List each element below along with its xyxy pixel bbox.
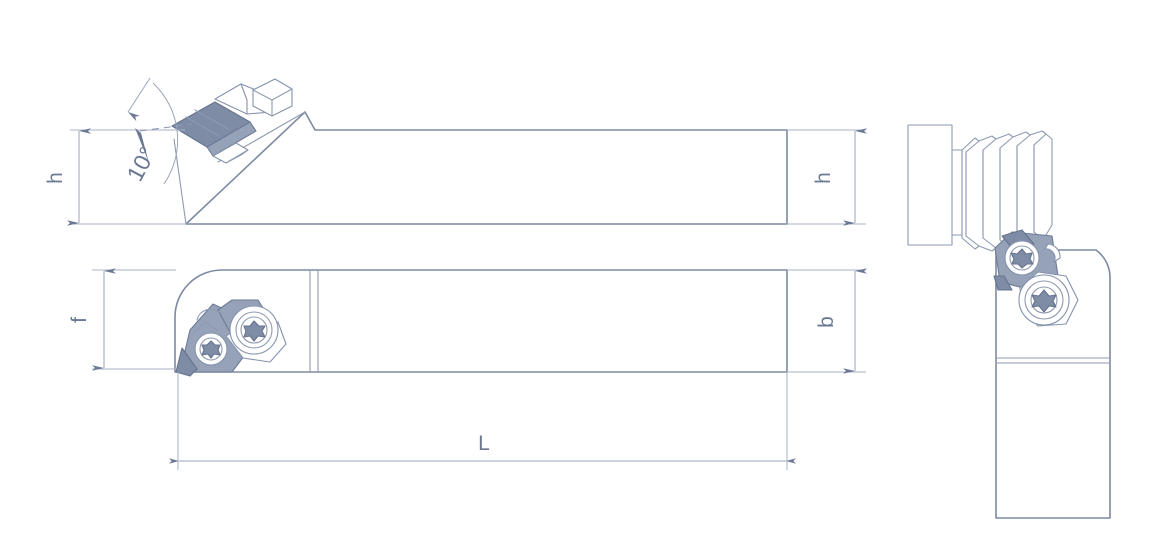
workpiece-body (907, 124, 953, 246)
insert-seat-edge (192, 321, 218, 335)
side-view-shank-outline (185, 111, 788, 225)
dimension-L: L (169, 372, 796, 470)
end-view-insert-screw-ring (1009, 245, 1035, 271)
f-dim-label: f (68, 317, 91, 323)
end-view-insert-heel (993, 275, 1013, 291)
angle-dashed-ray (139, 123, 193, 132)
clamp-screw-torx (243, 320, 266, 342)
insert-screw-ring (199, 337, 223, 361)
thread-root-line (951, 149, 963, 236)
end-view (907, 124, 1111, 519)
end-view-insert-assembly (993, 229, 1079, 327)
angle-arrow-lower (135, 128, 149, 163)
thread-end-face (1042, 133, 1053, 241)
lead-angle-label: 10° (121, 142, 160, 185)
thread-turn-5 (1029, 130, 1047, 249)
clamp-screw-ring-inner (240, 316, 268, 344)
insert-screw-torx (201, 340, 221, 359)
angle-arrow-upper (127, 77, 151, 122)
side-view: 10° h h (44, 77, 867, 226)
end-view-insert-torx (1010, 248, 1034, 269)
side-view-insert-assembly (171, 78, 293, 164)
insert-seat-arc (196, 308, 220, 321)
end-view-clamp-lug (1044, 243, 1061, 263)
side-view-head-edge (173, 138, 187, 225)
clamp-screw-block (252, 78, 293, 117)
dimension-h-right: h (787, 128, 867, 226)
plan-view-shank-outline (174, 269, 788, 373)
clamp-screw-ring-outer (235, 311, 273, 349)
dimension-b: b (787, 268, 867, 374)
end-view-clamp-torx (1031, 289, 1057, 313)
angle-arc (152, 82, 179, 185)
thread-turn-1 (961, 137, 980, 250)
cutting-insert-side-face (206, 121, 257, 157)
thread-flank-lines (961, 144, 1035, 241)
plan-view-insert-assembly (175, 299, 287, 377)
lead-angle-annotation: 10° (78, 77, 193, 185)
insert-hatch-lines (185, 109, 229, 137)
end-view-shank-outline (995, 249, 1111, 519)
L-dim-label: L (478, 432, 490, 455)
dimension-f: f (68, 268, 176, 371)
b-dim-label: b (815, 316, 838, 328)
clamp-screw-block-edges (252, 88, 293, 117)
end-view-clamp-screw-ring-outer (1024, 280, 1064, 320)
insert-cutting-nose (175, 347, 198, 377)
plan-view: f b L (68, 268, 867, 470)
thread-turn-2 (978, 135, 997, 252)
h-left-dim-label: h (44, 172, 67, 184)
dimension-h-left: h (44, 128, 186, 226)
insert-lug-edge (225, 149, 249, 164)
end-view-clamp-screw-ring-inner (1030, 286, 1058, 314)
h-right-dim-label: h (812, 172, 835, 184)
